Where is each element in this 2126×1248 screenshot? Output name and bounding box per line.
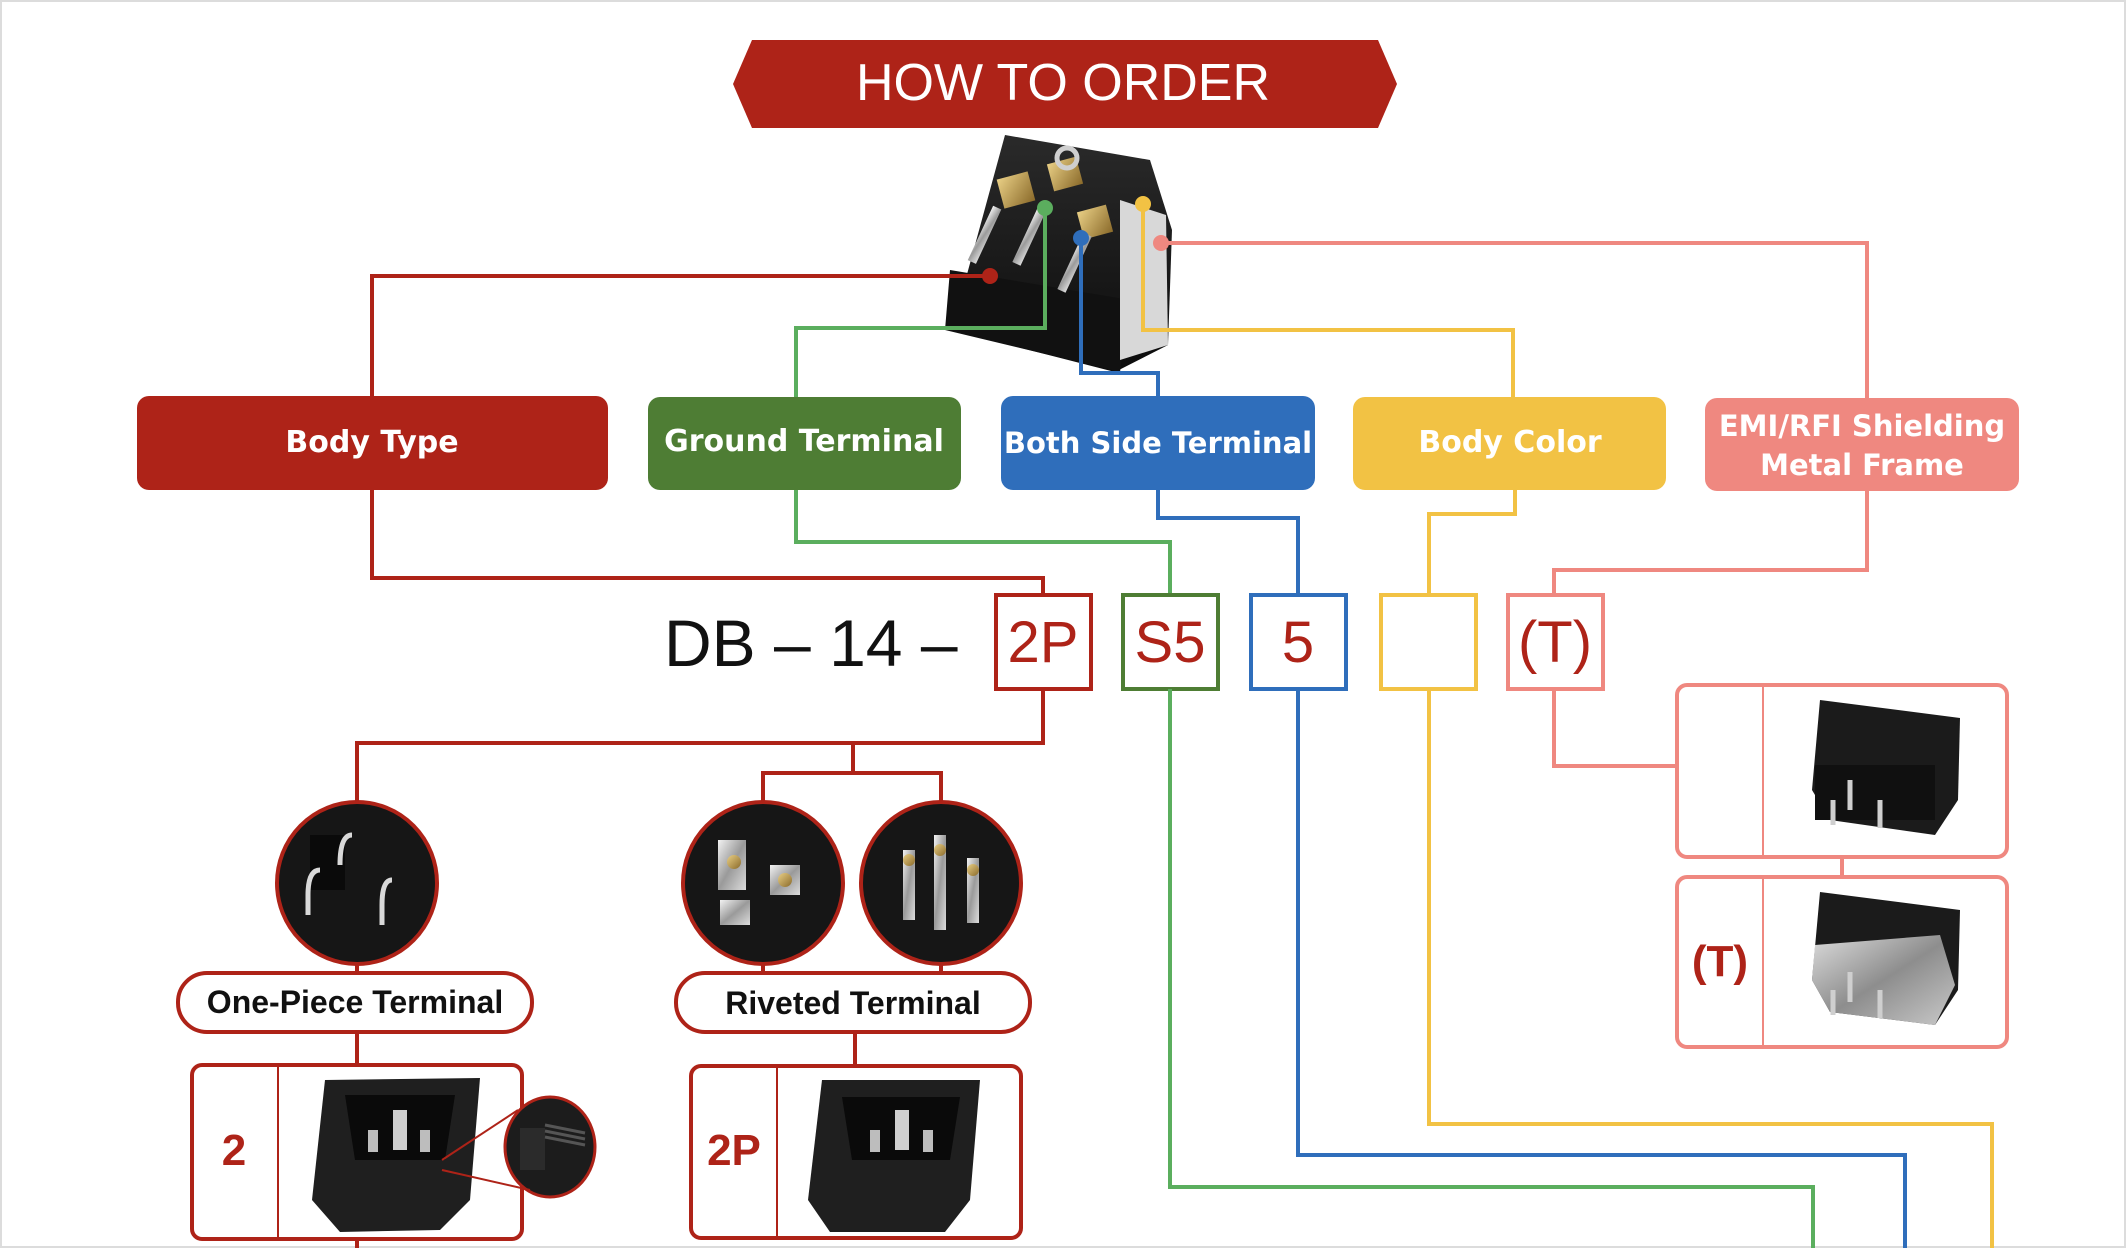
code-segment-emi-rfi: (T) xyxy=(1506,593,1605,691)
body-type-connector-line xyxy=(370,274,990,397)
emi-rfi-marker-dot xyxy=(1153,235,1169,251)
ground-terminal-marker-dot xyxy=(1037,200,1053,216)
code-connectors xyxy=(370,490,1869,595)
emi-rfi-branch-lines xyxy=(1552,689,1844,877)
emi-rfi-code-line xyxy=(1552,491,1869,595)
category-label: Body Type xyxy=(285,425,458,460)
body-color-connector-line xyxy=(1141,204,1515,397)
photo-connectors xyxy=(370,204,1869,398)
code-value: 5 xyxy=(1282,610,1314,675)
both-side-terminal-detail-line xyxy=(1296,689,1907,1248)
ground-terminal-code-line xyxy=(794,490,1172,595)
code-segment-body-color xyxy=(1379,593,1478,691)
riveted-terminal-detail-1 xyxy=(681,800,845,966)
terminal-label: Riveted Terminal xyxy=(725,985,980,1021)
code-segment-ground-terminal: S5 xyxy=(1121,593,1220,691)
both-side-terminal-connector-line xyxy=(1079,238,1160,397)
code-segment-body-type: 2P xyxy=(994,593,1093,691)
long-connectors xyxy=(1168,689,1994,1248)
body-type-option-one-piece: 2 xyxy=(190,1063,597,1241)
one-piece-terminal-pill: One-Piece Terminal xyxy=(176,971,534,1034)
category-body-color: Body Color xyxy=(1353,397,1666,490)
category-ground-terminal: Ground Terminal xyxy=(648,397,961,490)
riveted-terminal-pill: Riveted Terminal xyxy=(674,971,1032,1034)
emi-option-standard xyxy=(1675,683,2009,859)
emi-option-shielded: (T) xyxy=(1675,875,2009,1049)
category-label: Both Side Terminal xyxy=(1004,426,1312,460)
body-type-branch-lines xyxy=(355,689,1045,1248)
ground-terminal-detail-line xyxy=(1168,689,1815,1248)
body-color-marker-dot xyxy=(1135,196,1151,212)
order-code-prefix: DB – 14 – xyxy=(664,606,958,680)
page-title: HOW TO ORDER xyxy=(856,54,1270,112)
order-code: DB – 14 – 2P S5 5 (T) xyxy=(664,593,1605,691)
product-photo-top xyxy=(945,135,1172,372)
option-code: 2P xyxy=(707,1126,761,1175)
terminal-label: One-Piece Terminal xyxy=(207,984,503,1020)
body-type-marker-dot xyxy=(982,268,998,284)
category-both-side-terminal: Both Side Terminal xyxy=(1001,396,1315,490)
riveted-terminal-detail-2 xyxy=(859,800,1023,966)
code-segment-both-side-terminal: 5 xyxy=(1249,593,1348,691)
one-piece-terminal-detail xyxy=(275,800,439,966)
both-side-terminal-code-line xyxy=(1156,490,1300,595)
option-code: 2 xyxy=(222,1126,246,1175)
body-color-detail-line xyxy=(1427,689,1994,1248)
body-color-code-line xyxy=(1427,490,1517,595)
banner-shape xyxy=(733,40,1397,128)
body-type-option-riveted: 2P xyxy=(689,1064,1023,1240)
category-emi-rfi-shielding: EMI/RFI Shielding Metal Frame xyxy=(1705,398,2019,491)
ground-terminal-connector-line xyxy=(794,208,1047,397)
title-banner: HOW TO ORDER xyxy=(733,40,1397,128)
emi-rfi-connector-line xyxy=(1161,241,1869,398)
category-label-line1: EMI/RFI Shielding xyxy=(1719,409,2005,443)
category-label: Ground Terminal xyxy=(664,424,944,459)
category-label-line2: Metal Frame xyxy=(1760,448,1964,482)
option-code: (T) xyxy=(1692,937,1748,986)
category-body-type: Body Type xyxy=(137,396,608,490)
code-value: (T) xyxy=(1518,610,1592,675)
category-label: Body Color xyxy=(1418,425,1601,460)
body-type-code-line xyxy=(370,490,1045,595)
code-value: 2P xyxy=(1008,610,1079,675)
both-side-terminal-marker-dot xyxy=(1073,230,1089,246)
code-value: S5 xyxy=(1135,610,1206,675)
